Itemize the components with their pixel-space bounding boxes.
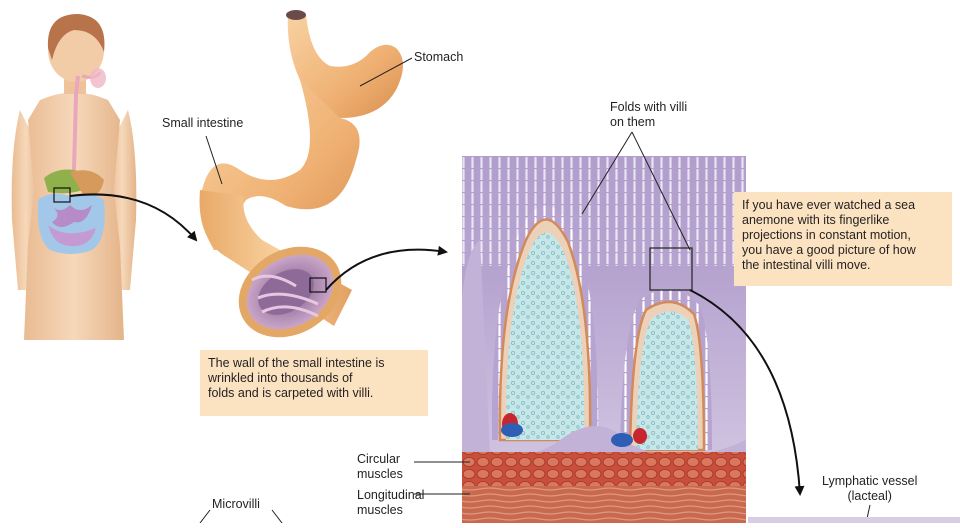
longitudinal-muscles-label: Longitudinal muscles [357, 488, 424, 518]
flow-arrows [69, 193, 805, 496]
small-intestine-label: Small intestine [162, 116, 244, 130]
wall-callout: The wall of the small intestine is wrink… [200, 350, 428, 416]
circular-label-line2: muscles [357, 467, 403, 481]
circular-label-line1: Circular [357, 452, 401, 466]
villi-cross-section [462, 156, 746, 523]
human-figure [11, 14, 137, 340]
lymphatic-label-line1: Lymphatic vessel [822, 474, 918, 488]
anemone-callout-line2: anemone with its fingerlike [742, 213, 890, 227]
lacteal-panel-edge [748, 517, 960, 523]
longitudinal-label-line1: Longitudinal [357, 488, 425, 502]
lymphatic-label-line2: (lacteal) [847, 489, 892, 503]
folds-label: Folds with villi on them [610, 100, 687, 130]
anemone-callout-line1: If you have ever watched a sea [742, 198, 916, 212]
anemone-callout-line3: projections in constant motion, [742, 228, 911, 242]
anemone-callout-line5: the intestinal villi move. [742, 258, 871, 272]
wall-callout-line1: The wall of the small intestine is [208, 356, 385, 370]
small-intestine-tube [199, 190, 352, 338]
stomach-label: Stomach [414, 50, 464, 64]
wall-callout-line2: wrinkled into thousands of [208, 371, 353, 385]
longitudinal-label-line2: muscles [357, 503, 403, 517]
folds-label-line1: Folds with villi [610, 100, 688, 114]
leader-lines [199, 57, 871, 524]
lymphatic-vessel-label: Lymphatic vessel (lacteal) [822, 474, 917, 504]
folds-label-line2: on them [610, 115, 656, 129]
wall-callout-line3: folds and is carpeted with villi. [208, 386, 374, 400]
circular-muscles-label: Circular muscles [357, 452, 403, 482]
anemone-callout: If you have ever watched a sea anemone w… [734, 192, 952, 286]
microvilli-label: Microvilli [212, 497, 260, 511]
anemone-callout-line4: you have a good picture of how [742, 243, 916, 257]
